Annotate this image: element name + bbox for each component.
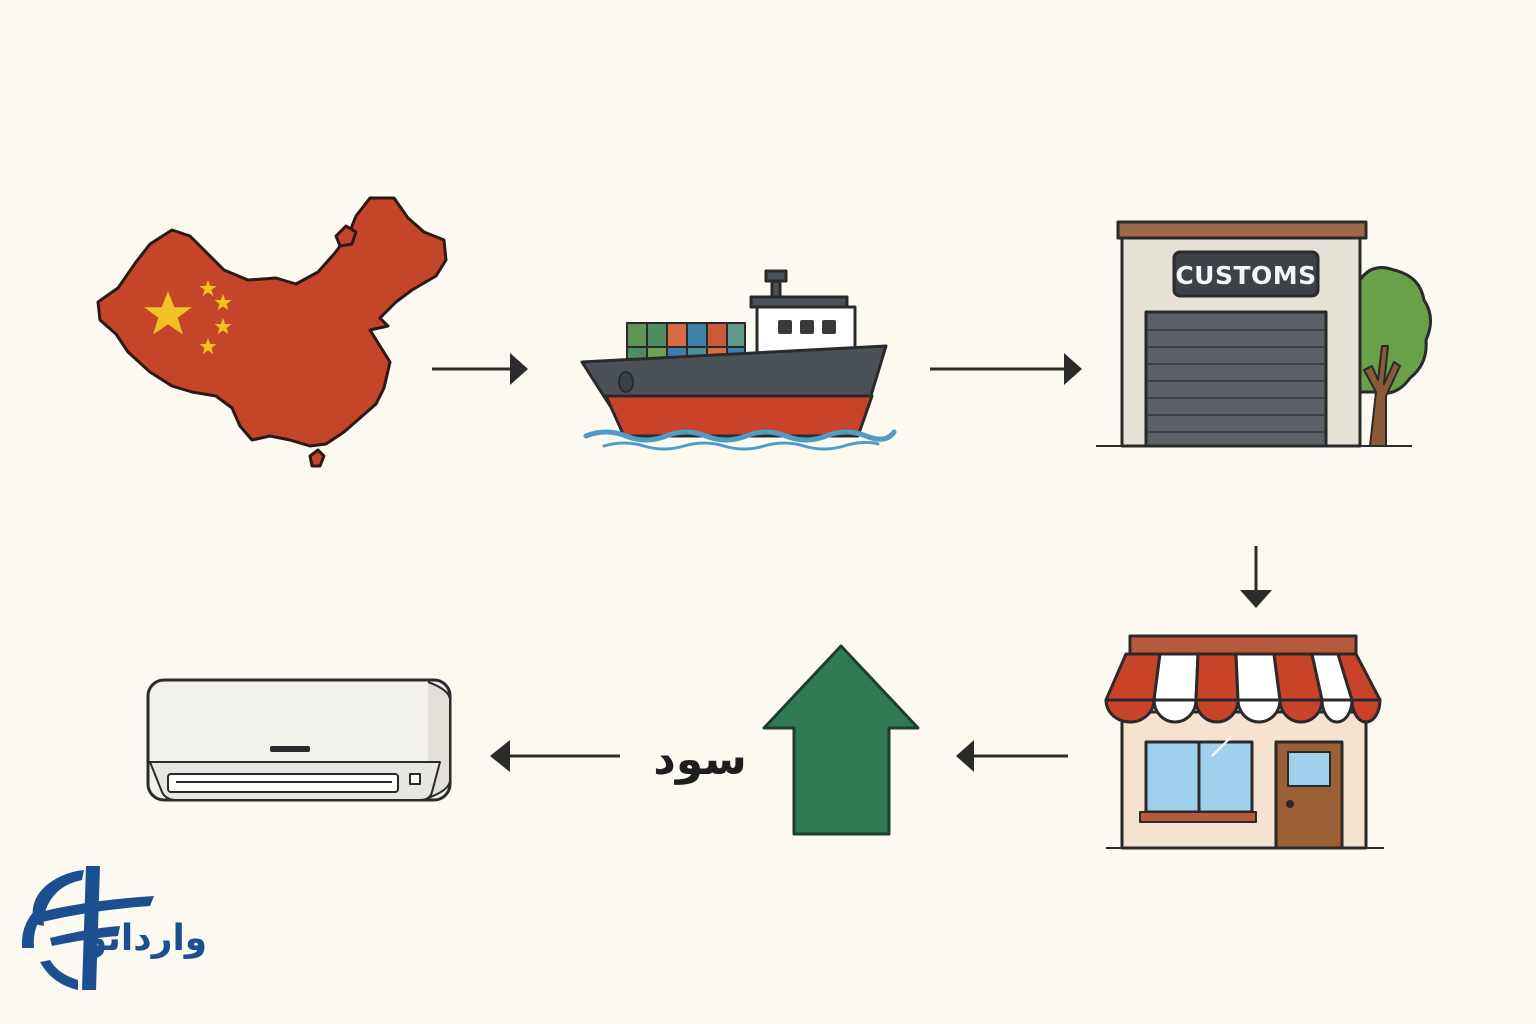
arrow-left-2 — [490, 740, 620, 772]
china-map-icon — [96, 196, 448, 468]
arrow-down-1 — [1240, 546, 1272, 608]
ship-windows — [778, 320, 836, 334]
cargo-ship-icon — [580, 269, 897, 451]
awning — [1104, 652, 1382, 724]
customs-sign-text: CUSTOMS — [1175, 261, 1316, 290]
shop-storefront-icon — [1104, 634, 1384, 850]
arrow-left-1 — [956, 740, 1068, 772]
water-waves — [583, 429, 897, 443]
profit-label: سود — [653, 734, 746, 785]
tree-icon — [1358, 266, 1432, 447]
air-conditioner-icon — [146, 678, 452, 802]
brand-name: وارداتو — [83, 918, 207, 959]
brand-logo-icon: وارداتو — [21, 866, 207, 990]
door-slats — [1148, 329, 1324, 433]
arrow-right-2 — [930, 353, 1082, 385]
flag-stars — [144, 280, 232, 354]
arrow-right-1 — [432, 353, 528, 385]
customs-warehouse-icon: CUSTOMS — [1096, 220, 1432, 448]
profit-up-arrow-icon — [762, 644, 920, 836]
